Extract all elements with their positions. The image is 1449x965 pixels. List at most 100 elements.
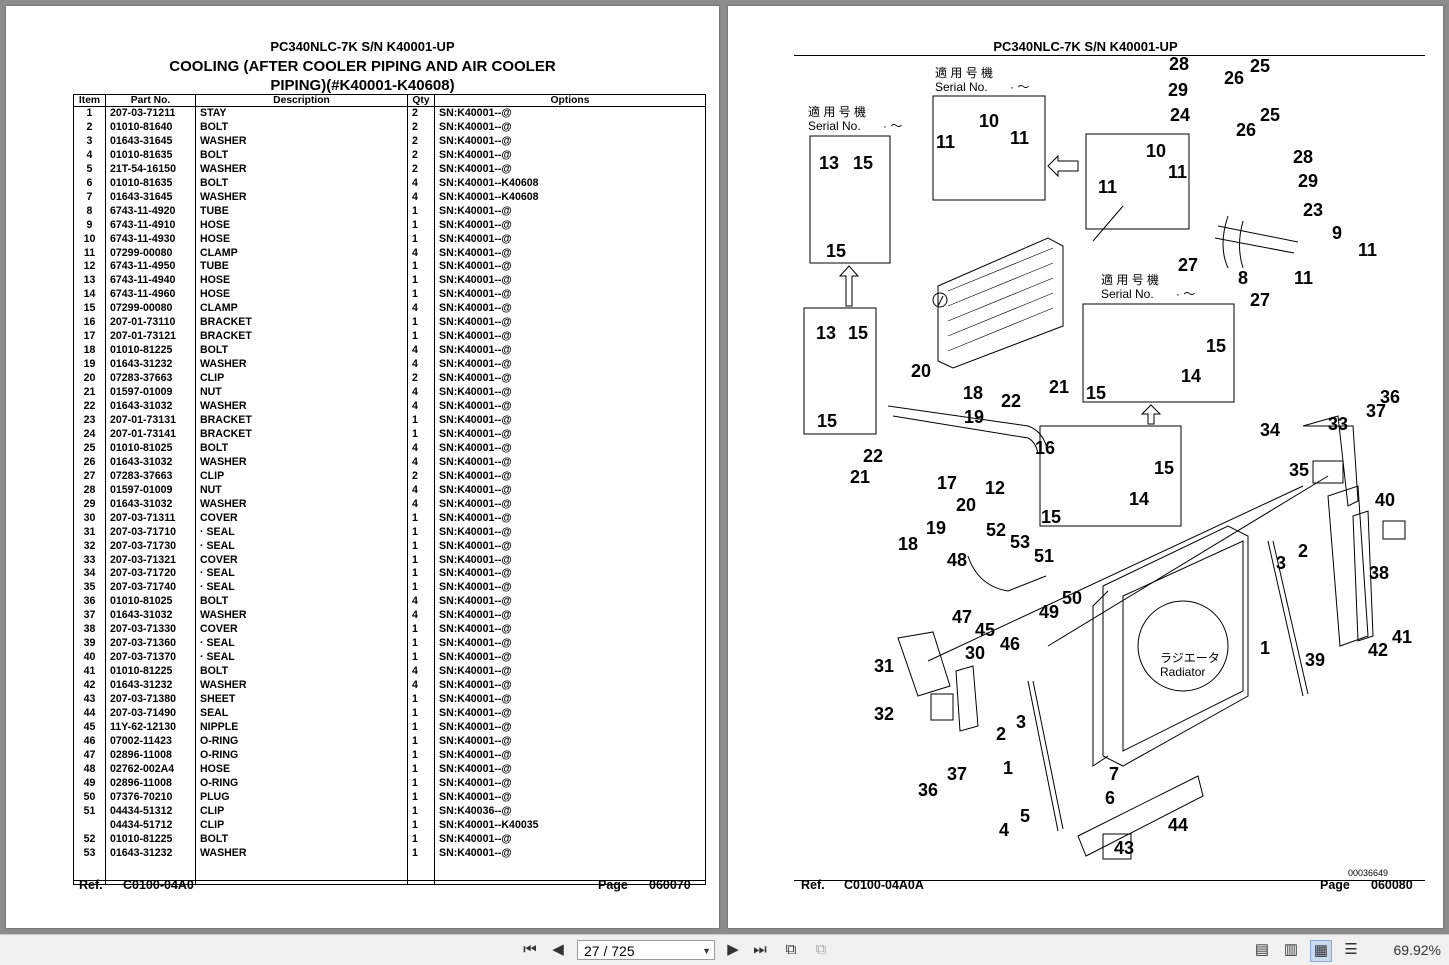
cell-item: 24 — [73, 427, 106, 442]
cell-part-no: 01010-81225 — [105, 344, 196, 359]
cell-part-no: 02896-11008 — [105, 776, 196, 791]
zoom-level[interactable]: 69.92% — [1393, 942, 1441, 958]
callout-number: 8 — [1238, 268, 1248, 288]
cell-part-no: 02896-11008 — [105, 748, 196, 763]
cell-qty: 1 — [407, 832, 435, 847]
cell-part-no: 01010-81225 — [105, 832, 196, 847]
cell-qty: 4 — [407, 246, 435, 261]
cell-options: SN:K40001--K40035 — [434, 818, 706, 833]
callout-number: 22 — [1001, 391, 1021, 411]
cell-options: SN:K40001--@ — [434, 413, 706, 428]
cell-options: SN:K40001--@ — [434, 330, 706, 345]
cell-qty: 1 — [407, 204, 435, 219]
cell-options: SN:K40001--@ — [434, 483, 706, 498]
cell-options: SN:K40001--@ — [434, 706, 706, 721]
cell-description: WASHER — [195, 455, 408, 470]
header-rule — [794, 55, 1425, 56]
extract-icon[interactable]: ⧉ — [785, 941, 797, 958]
cell-qty: 4 — [407, 386, 435, 401]
model-heading: PC340NLC-7K S/N K40001-UP — [270, 39, 455, 54]
cell-qty: 4 — [407, 609, 435, 624]
cell-item: 31 — [73, 525, 106, 540]
cell-item: 34 — [73, 567, 106, 582]
col-item: Item — [73, 94, 106, 107]
cell-description: · SEAL — [195, 651, 408, 666]
ref-code: C0100-04A0A — [844, 878, 924, 892]
cell-part-no: 01643-31032 — [105, 497, 196, 512]
cell-item: 11 — [73, 246, 106, 261]
cell-item: 36 — [73, 595, 106, 610]
cell-options: SN:K40001--@ — [434, 720, 706, 735]
cell-part-no: 6743-11-4910 — [105, 218, 196, 233]
callout-number: 45 — [975, 620, 995, 640]
cell-qty: 2 — [407, 148, 435, 163]
cell-description: NUT — [195, 386, 408, 401]
two-page-icon[interactable]: ▦ — [1310, 940, 1332, 962]
cell-item: 32 — [73, 539, 106, 554]
cell-qty: 2 — [407, 120, 435, 135]
cell-options: SN:K40001--@ — [434, 609, 706, 624]
cell-options: SN:K40001--@ — [434, 441, 706, 456]
up-arrow-icon — [838, 265, 860, 307]
footer-rule — [73, 880, 705, 881]
col-part-no: Part No. — [105, 94, 196, 107]
chevron-down-icon[interactable]: ▼ — [702, 946, 711, 956]
serial-dots-2: · ～ — [883, 119, 902, 133]
single-page-icon[interactable]: ▤ — [1254, 941, 1270, 958]
detail-box-serial-10-11 — [932, 95, 1046, 201]
cell-description: BRACKET — [195, 316, 408, 331]
cell-qty: 2 — [407, 162, 435, 177]
seal-44 — [1077, 775, 1204, 857]
page-number-input[interactable]: 27 / 725 ▼ — [577, 940, 715, 960]
serial-jp-1: 適 用 号 機 — [935, 65, 993, 80]
insert-icon[interactable]: ⧉ — [815, 941, 827, 958]
cell-description: NIPPLE — [195, 720, 408, 735]
cell-item: 17 — [73, 330, 106, 345]
cell-description: COVER — [195, 511, 408, 526]
callout-number: 21 — [1049, 377, 1069, 397]
cell-qty: 1 — [407, 330, 435, 345]
scroll-icon[interactable]: ☰ — [1344, 941, 1358, 958]
continuous-icon[interactable]: ▥ — [1283, 941, 1299, 958]
cell-options: SN:K40001--@ — [434, 581, 706, 596]
callout-number: 40 — [1375, 490, 1395, 510]
cell-part-no: 01643-31645 — [105, 190, 196, 205]
prev-page-icon[interactable]: ◀ — [552, 941, 564, 958]
cell-item: 12 — [73, 260, 106, 275]
cell-item: 4 — [73, 148, 106, 163]
callout-number: 16 — [1035, 438, 1055, 458]
cell-qty: 1 — [407, 232, 435, 247]
last-page-icon[interactable]: ⏭ — [753, 941, 767, 958]
next-page-icon[interactable]: ▶ — [727, 941, 739, 958]
cell-qty: 1 — [407, 413, 435, 428]
cell-options: SN:K40001--@ — [434, 693, 706, 707]
serial-dots-3: · ～ — [1176, 287, 1195, 301]
cell-item: 46 — [73, 734, 106, 749]
callout-number: 13 — [819, 153, 839, 173]
cell-part-no: 01643-31645 — [105, 134, 196, 149]
up-arrow-icon — [1140, 404, 1162, 425]
cell-options: SN:K40001--@ — [434, 120, 706, 135]
cell-qty: 4 — [407, 358, 435, 373]
callout-number: 26 — [1224, 68, 1244, 88]
cell-item: 8 — [73, 204, 106, 219]
cell-item: 48 — [73, 762, 106, 777]
empty-cell — [195, 860, 408, 886]
callout-number: 1 — [1260, 638, 1270, 658]
cell-options: SN:K40001--@ — [434, 316, 706, 331]
first-page-icon[interactable]: ⏮ — [523, 941, 537, 958]
callout-number: 14 — [1181, 366, 1201, 386]
cell-item: 47 — [73, 748, 106, 763]
